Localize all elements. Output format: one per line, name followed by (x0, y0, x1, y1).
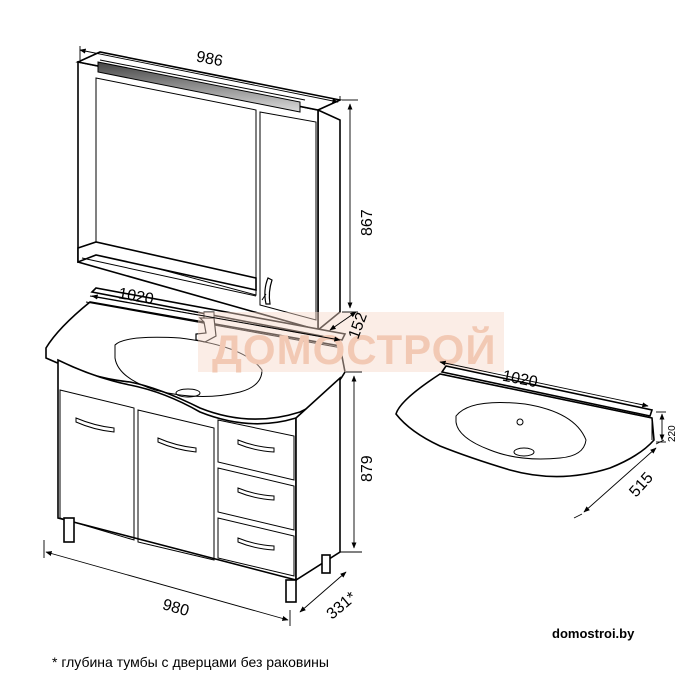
dimension-lines (43, 46, 666, 626)
dim-mirror-height: 867 (359, 209, 376, 236)
door-handle-left (75, 417, 115, 433)
dim-sink-depth: 515 (626, 469, 657, 500)
drawer-handle-1 (237, 439, 275, 453)
dim-mirror-width: 986 (195, 48, 225, 70)
dim-shelf-width: 1020 (117, 285, 155, 308)
drawer-handle-3 (237, 537, 275, 551)
dim-cabinet-width: 980 (160, 596, 190, 620)
door-handle-center (157, 437, 197, 453)
site-label: domostroi.by (552, 626, 635, 641)
dim-cabinet-height: 879 (359, 455, 376, 482)
dim-sink-width: 1020 (501, 368, 539, 391)
dim-cabinet-depth: 331* (324, 589, 360, 623)
drawer-handle-2 (237, 487, 275, 501)
dim-sink-thickness: 220 (667, 425, 678, 442)
mirror-cabinet (75, 51, 343, 332)
footnote: * глубина тумбы с дверцами без раковины (52, 654, 329, 670)
